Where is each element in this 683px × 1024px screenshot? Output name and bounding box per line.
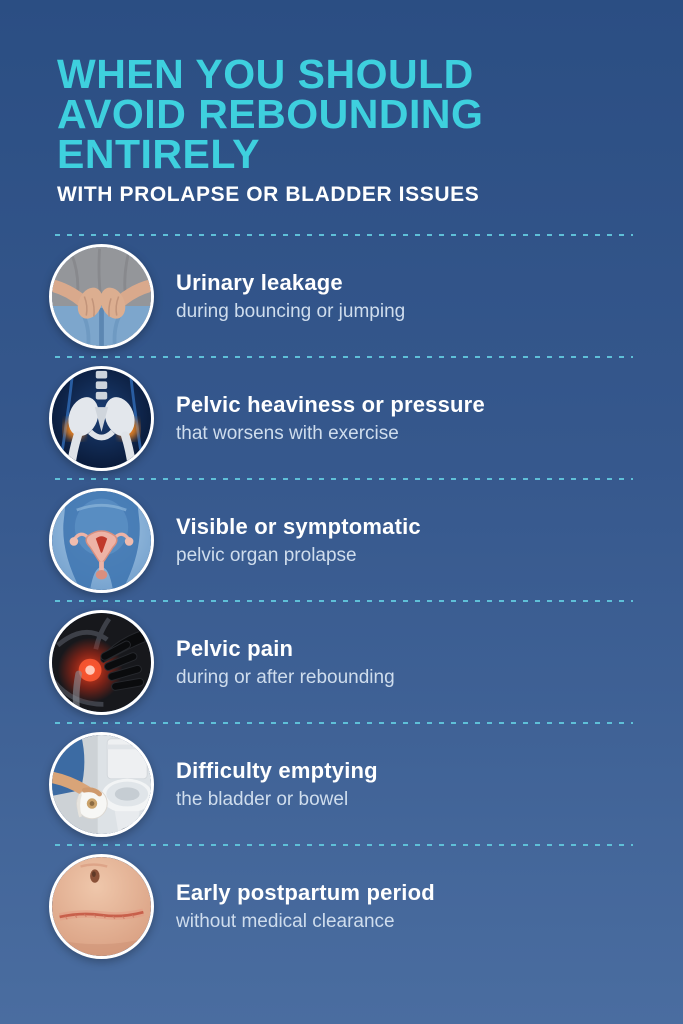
toilet-photo <box>52 734 151 834</box>
urinary-leakage-photo <box>52 246 151 346</box>
list-item: Early postpartum period without medical … <box>0 846 683 966</box>
page-title: WHEN YOU SHOULD AVOID REBOUNDING ENTIREL… <box>57 51 484 177</box>
item-subtitle: during bouncing or jumping <box>176 300 406 322</box>
item-title: Pelvic heaviness or pressure <box>176 391 485 417</box>
item-text: Difficulty emptying the bladder or bowel <box>176 758 378 811</box>
page-subtitle: WITH PROLAPSE OR BLADDER ISSUES <box>57 183 480 206</box>
pelvic-pain-photo <box>52 612 151 712</box>
item-photo-circle <box>49 487 154 593</box>
item-subtitle: the bladder or bowel <box>176 788 349 810</box>
prolapse-illustration <box>52 490 151 590</box>
item-text: Pelvic pain during or after rebounding <box>176 636 395 689</box>
dashed-divider <box>55 600 633 602</box>
item-title: Urinary leakage <box>176 269 343 295</box>
item-photo-circle <box>49 243 154 349</box>
dashed-divider <box>55 356 633 358</box>
item-title: Early postpartum period <box>176 879 435 905</box>
belly-scar-photo <box>52 856 151 956</box>
item-text: Visible or symptomatic pelvic organ prol… <box>176 514 421 567</box>
item-text: Urinary leakage during bouncing or jumpi… <box>176 270 405 323</box>
dashed-divider <box>55 234 633 236</box>
list-item: Visible or symptomatic pelvic organ prol… <box>0 480 683 600</box>
item-subtitle: that worsens with exercise <box>176 422 399 444</box>
item-photo-circle <box>49 731 154 837</box>
header: WHEN YOU SHOULD AVOID REBOUNDING ENTIREL… <box>0 0 683 207</box>
list-item: Pelvic pain during or after rebounding <box>0 602 683 722</box>
dashed-divider <box>55 844 633 846</box>
pelvis-xray-illustration <box>52 368 151 468</box>
dashed-divider <box>55 478 633 480</box>
item-title: Visible or symptomatic <box>176 513 421 539</box>
item-photo-circle <box>49 853 154 959</box>
item-subtitle: pelvic organ prolapse <box>176 544 357 566</box>
list-item: Pelvic heaviness or pressure that worsen… <box>0 358 683 478</box>
item-text: Pelvic heaviness or pressure that worsen… <box>176 392 485 445</box>
item-subtitle: during or after rebounding <box>176 666 395 688</box>
item-text: Early postpartum period without medical … <box>176 880 435 933</box>
list-item: Difficulty emptying the bladder or bowel <box>0 724 683 844</box>
item-photo-circle <box>49 365 154 471</box>
item-subtitle: without medical clearance <box>176 910 395 932</box>
list-item: Urinary leakage during bouncing or jumpi… <box>0 236 683 356</box>
dashed-divider <box>55 722 633 724</box>
item-title: Difficulty emptying <box>176 757 378 783</box>
item-photo-circle <box>49 609 154 715</box>
item-title: Pelvic pain <box>176 635 294 661</box>
